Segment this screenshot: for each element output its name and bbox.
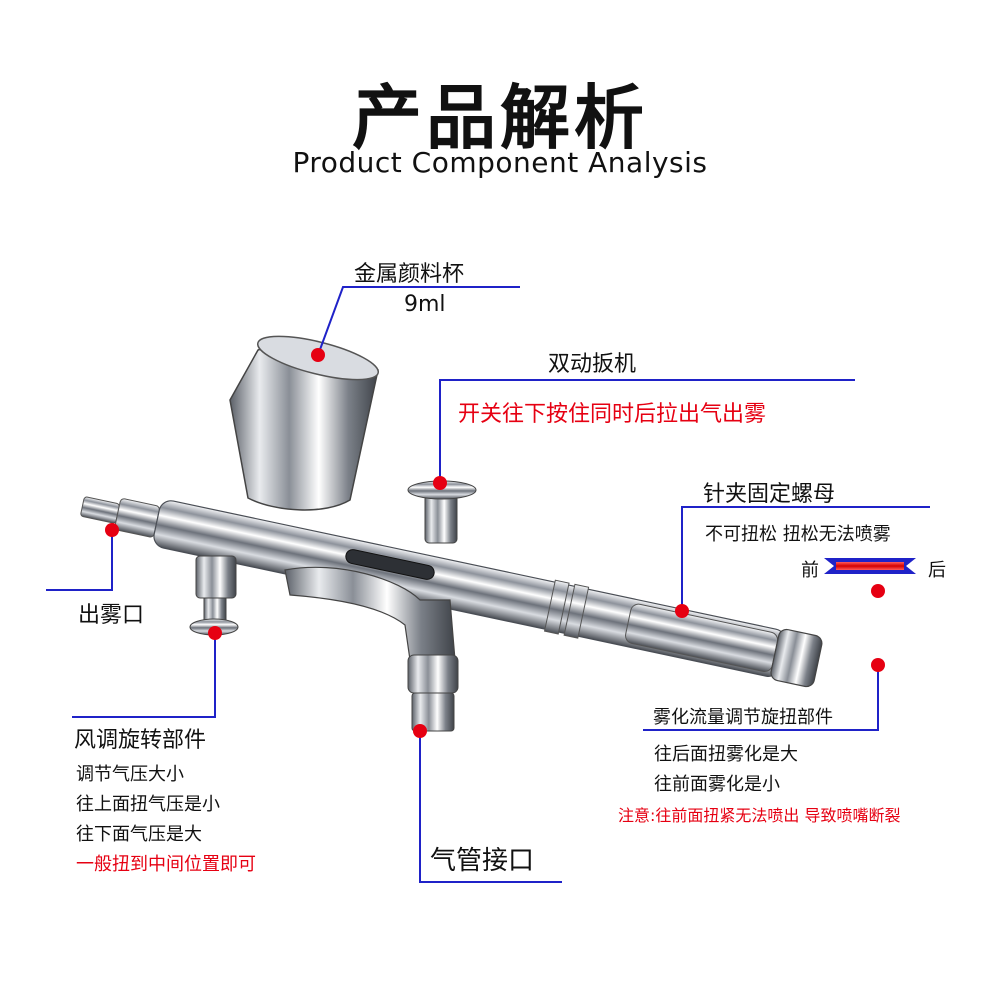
air-valve-label: 风调旋转部件 xyxy=(74,728,207,753)
front-back-arrow xyxy=(824,558,916,574)
flow-knob-warning: 注意:往前面扭紧无法喷出 导致喷嘴断裂 xyxy=(618,806,901,825)
flow-knob-line-2: 往前面雾化是小 xyxy=(654,774,780,795)
trigger-note: 开关往下按住同时后拉出气出雾 xyxy=(458,402,767,427)
paint-cup-shape xyxy=(229,335,380,511)
page-title: 产品解析 xyxy=(352,77,648,159)
air-valve-line-3: 往下面气压是大 xyxy=(76,824,202,845)
air-inlet-shape xyxy=(284,566,459,732)
leader-lines xyxy=(46,286,930,883)
needle-nut-label: 针夹固定螺母 xyxy=(703,482,836,507)
air-valve-shape xyxy=(189,555,239,636)
nozzle-label: 出雾口 xyxy=(78,603,145,628)
flow-knob-line-1: 往后面扭雾化是大 xyxy=(654,744,798,765)
trigger-label: 双动扳机 xyxy=(548,352,637,377)
front-label: 前 xyxy=(801,560,819,581)
marker-dots xyxy=(105,348,885,738)
air-valve-warning: 一般扭到中间位置即可 xyxy=(76,854,256,875)
page-subtitle: Product Component Analysis xyxy=(292,146,708,179)
needle-nut-note: 不可扭松 扭松无法喷雾 xyxy=(705,524,891,545)
paint-cup-capacity: 9ml xyxy=(404,292,446,317)
air-valve-line-1: 调节气压大小 xyxy=(76,764,184,785)
back-label: 后 xyxy=(928,560,946,581)
air-valve-line-2: 往上面扭气压是小 xyxy=(76,794,220,815)
air-inlet-label: 气管接口 xyxy=(430,846,535,876)
paint-cup-label: 金属颜料杯 xyxy=(354,262,465,287)
airbrush-body xyxy=(80,496,823,688)
flow-knob-label: 雾化流量调节旋扭部件 xyxy=(653,707,833,728)
trigger-shape xyxy=(407,480,477,544)
